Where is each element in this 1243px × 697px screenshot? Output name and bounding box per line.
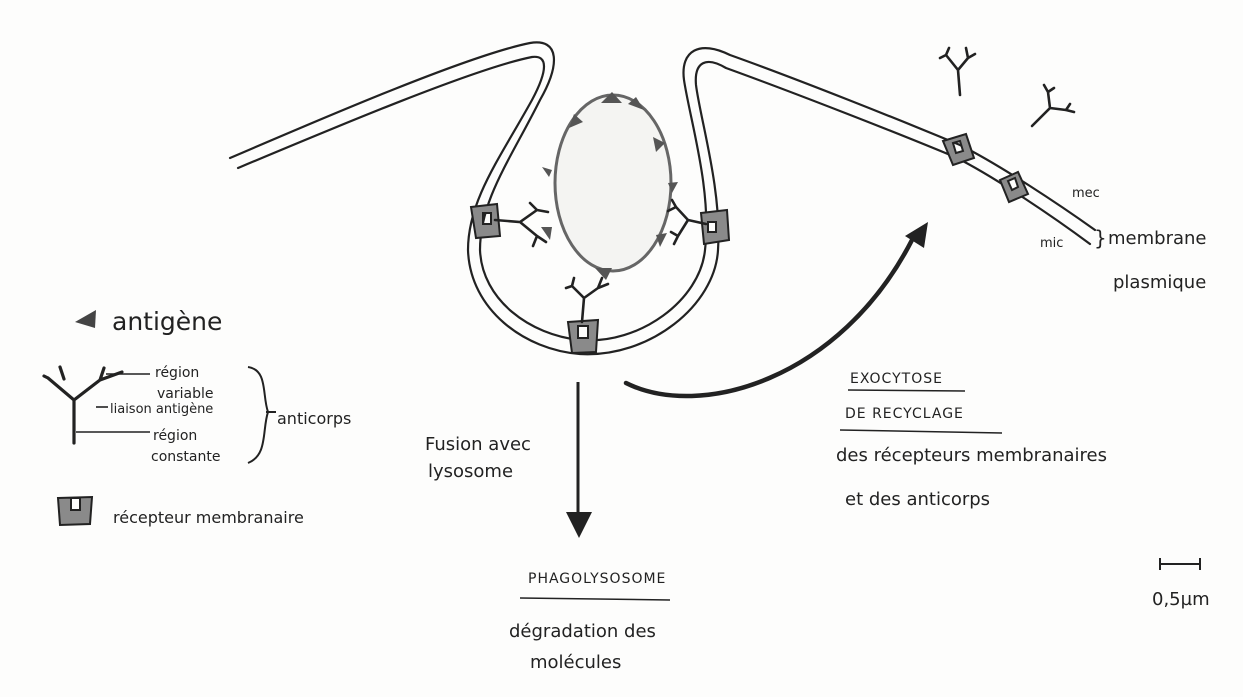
legend-region-label: région	[155, 365, 199, 381]
degradation-line2: molécules	[530, 652, 621, 673]
arrow-fusion	[566, 382, 592, 538]
scale-bar	[1159, 558, 1201, 570]
legend-antigen-label: antigène	[112, 307, 222, 336]
membrane-brace: }	[1094, 226, 1107, 250]
legend-antibody-symbol	[42, 365, 124, 445]
legend-variable-label: variable	[157, 386, 213, 402]
exocytose-title-line1: EXOCYTOSE	[850, 371, 943, 387]
scale-bar-label: 0,5µm	[1152, 589, 1210, 610]
legend: antigène région variable liaison antigèn…	[42, 307, 351, 527]
legend-constant-label: constante	[151, 449, 220, 465]
arrow-recycling	[623, 222, 928, 399]
phagolysosome-underline	[519, 597, 671, 601]
legend-constant-region-label: région	[153, 428, 197, 444]
exocytose-desc-line2: et des anticorps	[845, 489, 990, 510]
plasma-membrane	[228, 41, 1097, 356]
label-mec: mec	[1072, 186, 1100, 201]
phagolysosome-title: PHAGOLYSOSOME	[528, 571, 666, 587]
legend-antigen-symbol	[75, 310, 96, 328]
label-mic: mic	[1040, 236, 1063, 251]
exocytose-underline1	[847, 389, 966, 392]
exocytose-desc-line1: des récepteurs membranaires	[836, 445, 1107, 466]
label-fusion-line1: Fusion avec	[425, 434, 531, 455]
exocytose-underline2	[839, 429, 1003, 434]
label-membrane: membrane	[1108, 228, 1206, 249]
legend-receptor-symbol	[56, 495, 94, 527]
antigen-triangles	[541, 92, 678, 280]
legend-brace	[247, 366, 276, 464]
legend-receptor-label: récepteur membranaire	[113, 508, 304, 527]
degradation-line1: dégradation des	[509, 621, 656, 642]
membrane-receptors	[469, 132, 1030, 355]
legend-pointer-lines	[76, 373, 150, 433]
label-fusion-line2: lysosome	[428, 461, 513, 482]
legend-binding-site-label: liaison antigène	[110, 402, 213, 417]
legend-antibody-label: anticorps	[277, 409, 351, 428]
label-plasmique: plasmique	[1113, 272, 1206, 293]
antibodies	[493, 46, 1076, 324]
exocytose-title-line2: DE RECYCLAGE	[845, 406, 964, 422]
